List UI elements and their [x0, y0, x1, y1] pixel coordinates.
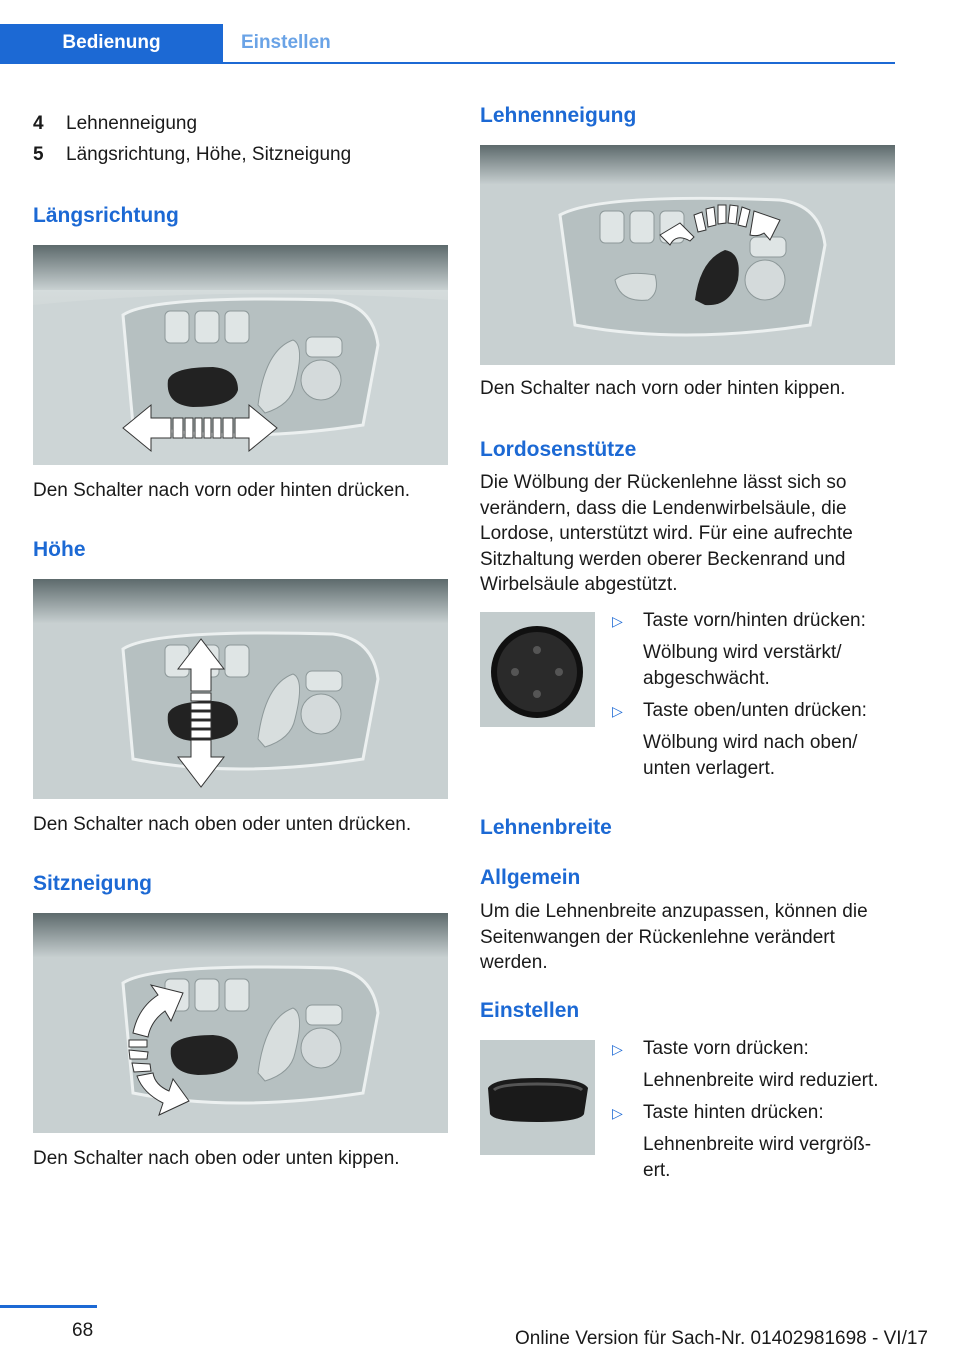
triangle-right-outline-icon: ▷: [612, 1041, 623, 1057]
paragraph-line: Wirbelsäule abgestützt.: [480, 574, 678, 595]
caption-sitzneigung: Den Schalter nach oben oder unten kippen…: [33, 1148, 400, 1169]
heading-lordosenstuetze: Lordosenstütze: [480, 438, 637, 461]
heading-einstellen: Einstellen: [480, 999, 580, 1022]
bullet-subtext: unten verlagert.: [643, 758, 776, 779]
footer-online-version: Online Version für Sach-Nr. 01402981698 …: [515, 1328, 928, 1349]
triangle-right-outline-icon: ▷: [612, 1105, 623, 1121]
paragraph-line: Die Wölbung der Rückenlehne lässt sich s…: [480, 472, 847, 493]
tab-bedienung-label: Bedienung: [62, 32, 161, 53]
triangle-right-outline-icon: ▷: [612, 703, 623, 719]
caption-lehnenneigung: Den Schalter nach vorn oder hinten kippe…: [480, 378, 846, 399]
bullet-text: Taste hinten drücken:: [643, 1102, 824, 1123]
heading-lehnenbreite: Lehnenbreite: [480, 816, 612, 839]
bullet-text: Taste vorn drücken:: [643, 1038, 809, 1059]
figure-seat-switch-height: [33, 579, 448, 799]
caption-laengsrichtung: Den Schalter nach vorn oder hinten drück…: [33, 480, 411, 501]
figure-seat-switch-tilt: [33, 913, 448, 1133]
page-number: 68: [72, 1320, 94, 1341]
figure-backrest-width-button: [480, 1040, 595, 1155]
caption-hoehe: Den Schalter nach oben oder unten drücke…: [33, 814, 412, 835]
item-label: Längsrichtung, Höhe, Sitzneigung: [66, 144, 352, 165]
tab-einstellen[interactable]: Einstellen: [241, 24, 331, 62]
tab-einstellen-label: Einstellen: [241, 32, 331, 53]
figure-backrest-switch: [480, 145, 895, 365]
bullet-subtext: ert.: [643, 1160, 671, 1181]
paragraph-line: Lordose, unterstützt wird. Für eine aufr…: [480, 523, 853, 544]
heading-lehnenneigung: Lehnenneigung: [480, 104, 637, 127]
figure-lordosis-button: [480, 612, 595, 727]
item-label: Lehnenneigung: [66, 113, 198, 134]
heading-allgemein: Allgemein: [480, 866, 581, 889]
figure-seat-switch-longitudinal: [33, 245, 448, 465]
footer-rule: [0, 1305, 97, 1308]
bullet-subtext: abgeschwächt.: [643, 668, 770, 689]
paragraph-line: Um die Lehnenbreite anzupassen, können d…: [480, 901, 868, 922]
triangle-right-outline-icon: ▷: [612, 613, 623, 629]
heading-hoehe: Höhe: [33, 538, 86, 561]
heading-laengsrichtung: Längsrichtung: [33, 204, 179, 227]
paragraph-line: Seitenwangen der Rückenlehne verändert: [480, 926, 835, 948]
item-number: 4: [33, 113, 44, 134]
paragraph-allgemein: Um die Lehnenbreite anzupassen, können d…: [480, 899, 895, 976]
paragraph-lordose: Die Wölbung der Rückenlehne lässt sich s…: [480, 470, 895, 598]
bullet-subtext: Lehnenbreite wird reduziert.: [643, 1070, 879, 1091]
item-number: 5: [33, 144, 44, 165]
paragraph-line: werden.: [480, 952, 548, 973]
bullet-text: Taste vorn/hinten drücken:: [643, 610, 866, 631]
bullet-subtext: Wölbung wird nach oben/: [643, 732, 858, 753]
tab-bedienung[interactable]: Bedienung: [0, 24, 223, 62]
bullet-text: Taste oben/unten drücken:: [643, 700, 867, 721]
bullet-subtext: Lehnenbreite wird vergröß‐: [643, 1134, 872, 1155]
bullet-subtext: Wölbung wird verstärkt/: [643, 642, 842, 663]
paragraph-line: Sitzhaltung werden oberer Beckenrand und: [480, 548, 846, 570]
paragraph-line: verändern, dass die Lendenwirbelsäule, d…: [480, 497, 847, 519]
heading-sitzneigung: Sitzneigung: [33, 872, 152, 895]
header-tabbar: Bedienung Einstellen: [0, 24, 895, 64]
